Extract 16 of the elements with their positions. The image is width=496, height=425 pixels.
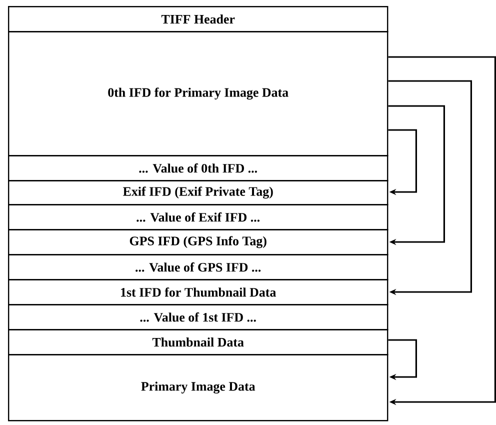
- field-row: 1st IFD for Thumbnail Data: [8, 279, 388, 306]
- field-row: TIFF Header: [8, 6, 388, 32]
- field-row: Exif IFD (Exif Private Tag): [8, 180, 388, 206]
- field-row: ... Value of GPS IFD ...: [8, 254, 388, 280]
- arrow: [388, 56, 496, 406]
- field-row: ... Value of 0th IFD ...: [8, 155, 388, 182]
- arrow: [388, 129, 417, 196]
- arrow: [388, 339, 417, 380]
- field-row: Thumbnail Data: [8, 329, 388, 356]
- field-row: ... Value of 1st IFD ...: [8, 304, 388, 330]
- arrow: [388, 80, 472, 296]
- field-row: ... Value of Exif IFD ...: [8, 204, 388, 230]
- field-row: GPS IFD (GPS Info Tag): [8, 229, 388, 256]
- field-row: Primary Image Data: [8, 354, 388, 422]
- arrow: [388, 105, 445, 246]
- field-row: 0th IFD for Primary Image Data: [8, 31, 388, 156]
